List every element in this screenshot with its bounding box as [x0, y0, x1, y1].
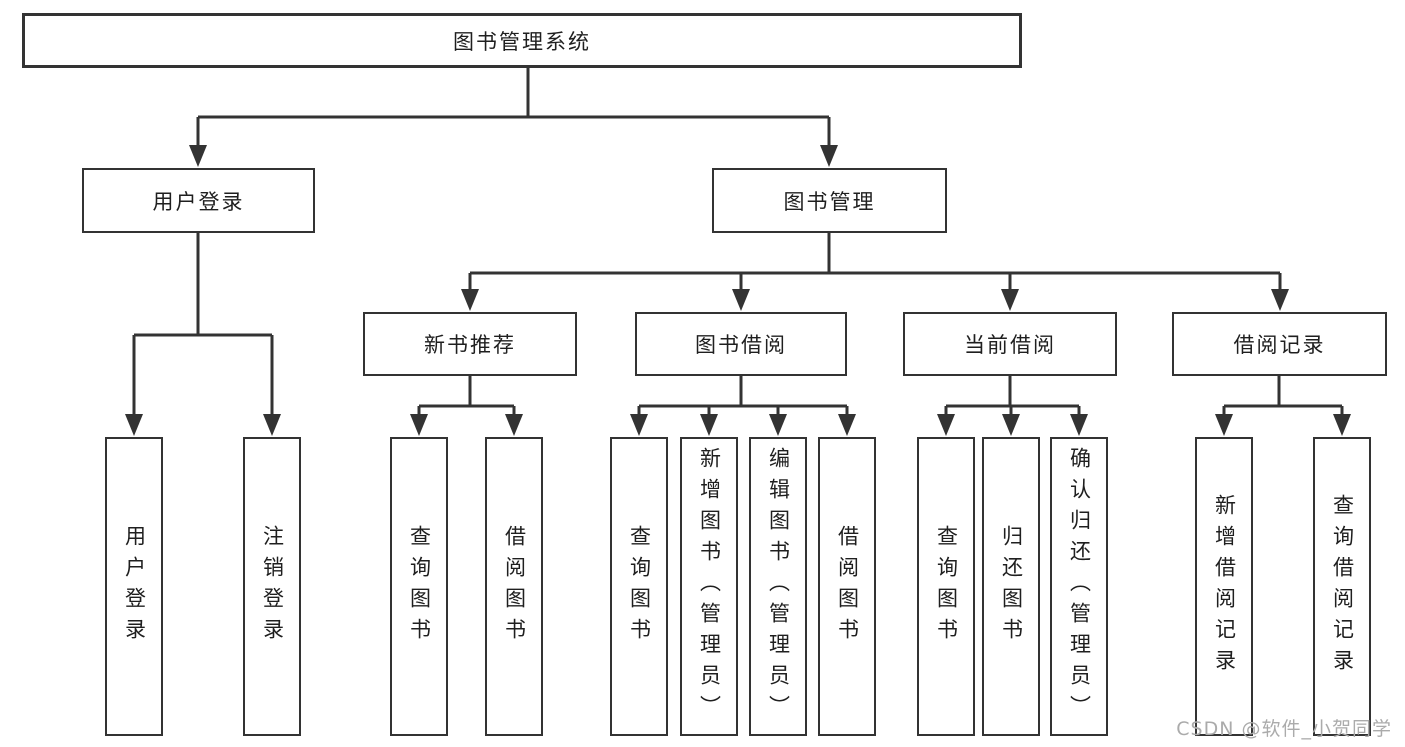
leaf-query-books-3: 查询图书	[917, 437, 975, 736]
node-book-management: 图书管理	[712, 168, 947, 233]
node-root-system: 图书管理系统	[22, 13, 1022, 68]
leaf-return-books: 归还图书	[982, 437, 1040, 736]
leaf-user-login: 用户登录	[105, 437, 163, 736]
node-borrow-records: 借阅记录	[1172, 312, 1387, 376]
node-label: 归还图书	[999, 524, 1024, 649]
node-label: 借阅记录	[1233, 333, 1326, 357]
connector-current-borrow	[937, 376, 1088, 436]
leaf-add-books-admin: 新增图书（管理员）	[680, 437, 738, 736]
node-label: 新增图书（管理员）	[697, 447, 722, 726]
node-label: 查询图书	[627, 524, 652, 649]
node-current-borrow: 当前借阅	[903, 312, 1117, 376]
node-label: 注销登录	[260, 524, 285, 649]
node-label: 图书管理	[783, 189, 876, 214]
watermark: CSDN @软件_小贺同学	[1176, 718, 1392, 740]
node-user-login: 用户登录	[82, 168, 315, 233]
node-label: 图书借阅	[695, 333, 787, 357]
connector-root	[189, 68, 838, 167]
connector-new-book-recommend	[410, 376, 523, 436]
leaf-borrow-books-2: 借阅图书	[818, 437, 876, 736]
leaf-add-borrow-record: 新增借阅记录	[1195, 437, 1253, 736]
leaf-edit-books-admin: 编辑图书（管理员）	[749, 437, 807, 736]
leaf-query-borrow-record: 查询借阅记录	[1313, 437, 1371, 736]
node-new-book-recommend: 新书推荐	[363, 312, 577, 376]
leaf-logout: 注销登录	[243, 437, 301, 736]
node-label: 编辑图书（管理员）	[766, 447, 791, 726]
leaf-confirm-return-admin: 确认归还（管理员）	[1050, 437, 1108, 736]
node-label: 用户登录	[122, 524, 147, 649]
node-label: 借阅图书	[835, 524, 860, 649]
node-label: 新增借阅记录	[1212, 493, 1237, 680]
leaf-query-books-1: 查询图书	[390, 437, 448, 736]
node-book-borrow: 图书借阅	[635, 312, 847, 376]
node-label: 借阅图书	[502, 524, 527, 649]
node-label: 新书推荐	[424, 333, 516, 357]
node-label: 查询借阅记录	[1330, 493, 1355, 680]
node-label: 查询图书	[407, 524, 432, 649]
connector-user-login	[125, 233, 281, 436]
node-label: 用户登录	[152, 189, 245, 214]
leaf-borrow-books-1: 借阅图书	[485, 437, 543, 736]
node-label: 图书管理系统	[453, 29, 591, 54]
connector-book-management	[461, 233, 1289, 311]
connector-borrow-records	[1215, 376, 1351, 436]
node-label: 查询图书	[934, 524, 959, 649]
connector-book-borrow	[630, 376, 856, 436]
node-label: 确认归还（管理员）	[1067, 447, 1092, 726]
leaf-query-books-2: 查询图书	[610, 437, 668, 736]
node-label: 当前借阅	[964, 333, 1056, 357]
